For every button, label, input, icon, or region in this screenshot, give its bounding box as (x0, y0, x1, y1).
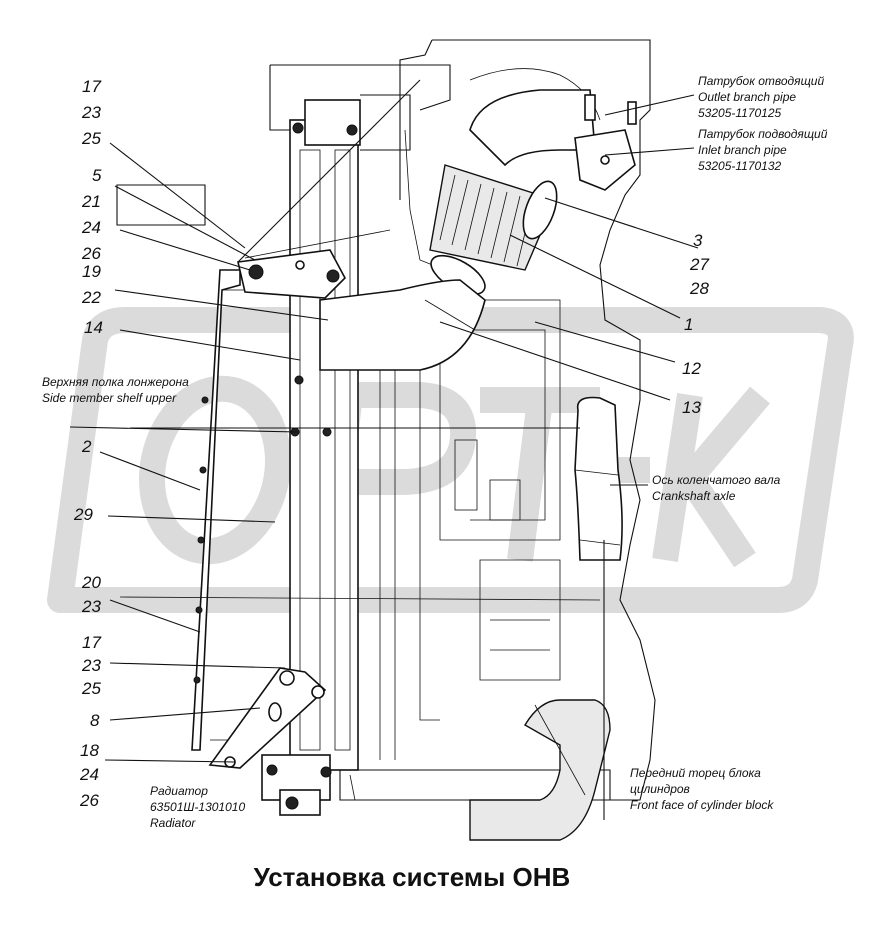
callout-23-bottom: 23 (81, 656, 101, 675)
callout-29: 29 (73, 505, 93, 524)
callout-26-bottom: 26 (79, 791, 99, 810)
svg-text:Front face of cylinder block: Front face of cylinder block (630, 798, 774, 812)
svg-text:Outlet branch pipe: Outlet branch pipe (698, 90, 796, 104)
callout-5: 5 (92, 166, 102, 185)
callout-1: 1 (684, 315, 693, 334)
callout-14: 14 (84, 318, 103, 337)
watermark-logo (47, 307, 854, 613)
callout-22: 22 (81, 288, 101, 307)
callout-17-bottom: 17 (82, 633, 101, 652)
callout-20: 20 (81, 573, 101, 592)
svg-text:Side member shelf upper: Side member shelf upper (42, 391, 177, 405)
front-face-cylinder-block-label: Передний торец блока цилиндров Front fac… (630, 766, 774, 812)
callout-13: 13 (682, 398, 701, 417)
svg-text:Inlet branch pipe: Inlet branch pipe (698, 143, 787, 157)
callout-8: 8 (90, 711, 100, 730)
callout-24-bottom: 24 (79, 765, 99, 784)
engine-outline (116, 39, 656, 841)
side-member-shelf-label: Верхняя полка лонжерона Side member shel… (42, 375, 189, 405)
callout-23-mid: 23 (81, 597, 101, 616)
svg-text:Патрубок отводящий: Патрубок отводящий (698, 74, 824, 88)
svg-text:Передний торец блока: Передний торец блока (630, 766, 761, 780)
svg-text:Crankshaft axle: Crankshaft axle (652, 489, 736, 503)
callout-21: 21 (81, 192, 101, 211)
radiator-label: Радиатор 63501Ш-1301010 Radiator (150, 784, 245, 830)
callout-25-bottom: 25 (81, 679, 101, 698)
callout-18: 18 (80, 741, 99, 760)
page-title: Установка системы ОНВ (254, 862, 571, 892)
right-callouts: 3 27 28 1 12 13 (682, 231, 709, 417)
callout-23-top: 23 (81, 103, 101, 122)
callout-17-top: 17 (82, 77, 101, 96)
outlet-branch-pipe-label: Патрубок отводящий Outlet branch pipe 53… (698, 74, 824, 120)
callout-3: 3 (693, 231, 703, 250)
svg-text:Ось коленчатого вала: Ось коленчатого вала (652, 473, 781, 487)
svg-text:Radiator: Radiator (150, 816, 196, 830)
svg-text:Верхняя полка лонжерона: Верхняя полка лонжерона (42, 375, 189, 389)
callout-27: 27 (689, 255, 709, 274)
callout-2: 2 (81, 437, 92, 456)
callout-19: 19 (82, 262, 101, 281)
inlet-hose (319, 89, 637, 371)
callout-24-top: 24 (81, 218, 101, 237)
leader-lines (69, 79, 699, 820)
callout-25-top: 25 (81, 129, 101, 148)
callout-26-top: 26 (81, 244, 101, 263)
inlet-branch-pipe-label: Патрубок подводящий Inlet branch pipe 53… (698, 127, 828, 173)
callout-12: 12 (682, 359, 701, 378)
radiator-assembly (191, 99, 361, 816)
crankshaft-axle-label: Ось коленчатого вала Crankshaft axle (652, 473, 781, 503)
left-callouts: 17 23 25 5 21 24 26 19 22 14 2 29 20 23 … (73, 77, 103, 810)
svg-text:Патрубок подводящий: Патрубок подводящий (698, 127, 828, 141)
svg-text:Радиатор: Радиатор (150, 784, 208, 798)
svg-text:53205-1170132: 53205-1170132 (698, 159, 782, 173)
svg-text:63501Ш-1301010: 63501Ш-1301010 (150, 800, 245, 814)
callout-28: 28 (689, 279, 709, 298)
svg-text:53205-1170125: 53205-1170125 (698, 106, 782, 120)
svg-text:цилиндров: цилиндров (630, 782, 690, 796)
